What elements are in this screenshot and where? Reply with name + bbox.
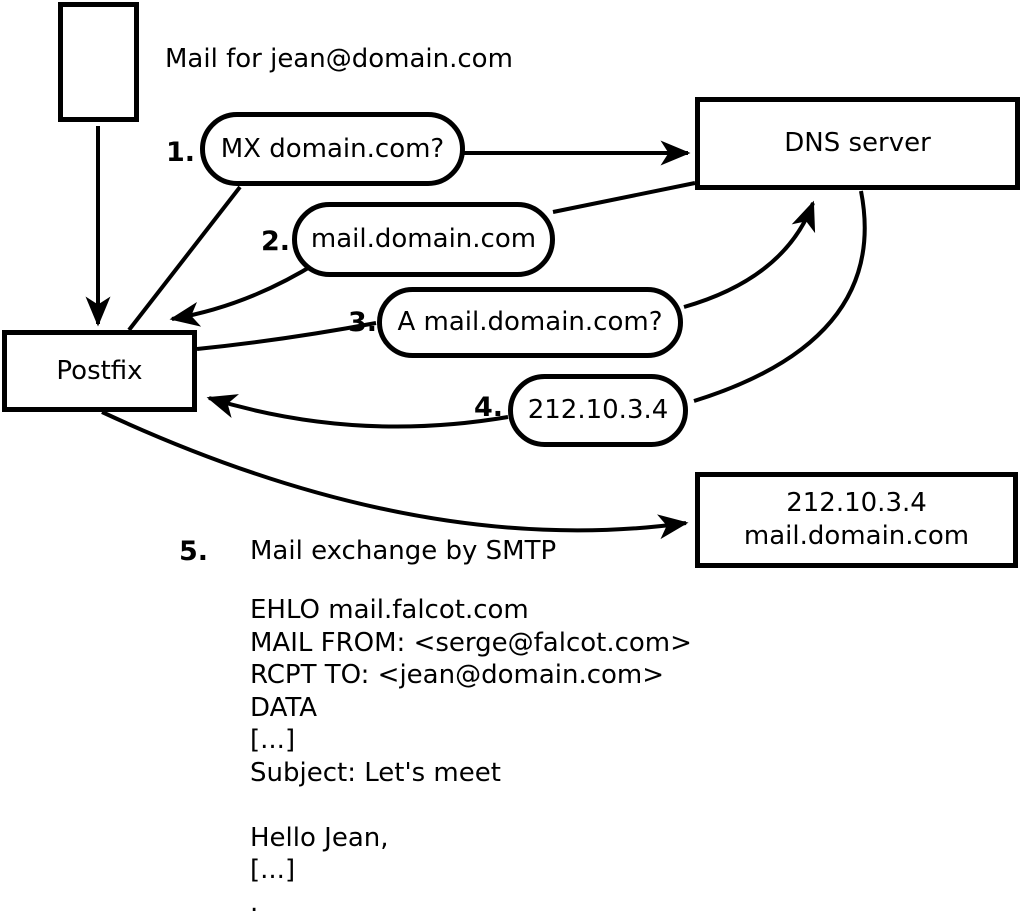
query-pill-mx: MX domain.com? [200,112,465,186]
query-pill-a-label: A mail.domain.com? [397,307,663,338]
arrow-pill3-to-dns [683,200,816,309]
dns-server-box: DNS server [695,97,1020,190]
arrow-postfix-to-mailserver [101,410,689,540]
query-pill-a: A mail.domain.com? [377,287,683,358]
postfix-label: Postfix [56,355,143,386]
envelope-shape [58,2,139,122]
dns-server-label: DNS server [784,128,931,159]
arrow-pill2-to-postfix [169,260,320,327]
response-pill-mx: mail.domain.com [292,202,555,277]
response-pill-a-label: 212.10.3.4 [527,395,669,426]
response-pill-mx-label: mail.domain.com [310,224,537,255]
step-number-4: 4. [473,392,503,423]
step5-label: Mail exchange by SMTP [250,536,557,566]
line-postfix-to-pill3 [196,321,377,351]
query-pill-mx-label: MX domain.com? [220,133,445,164]
diagram-title: Mail for jean@domain.com [165,44,513,74]
mail-server-ip: 212.10.3.4 [786,488,927,518]
line-dns-to-pill4 [693,190,867,403]
step-number-2: 2. [260,226,290,257]
step-number-1: 1. [165,137,195,168]
mail-server-box: 212.10.3.4 mail.domain.com [695,472,1018,568]
step-number-3: 3. [347,307,377,338]
postfix-box: Postfix [2,330,197,412]
response-pill-a: 212.10.3.4 [508,374,688,447]
arrow-pill4-to-postfix [206,394,509,429]
line-postfix-to-pill1 [127,185,242,332]
mail-server-host: mail.domain.com [743,521,970,551]
smtp-session-text: EHLO mail.falcot.com MAIL FROM: <serge@f… [250,595,692,918]
line-dns-to-pill2 [552,181,696,214]
step-number-5: 5. [178,536,208,567]
